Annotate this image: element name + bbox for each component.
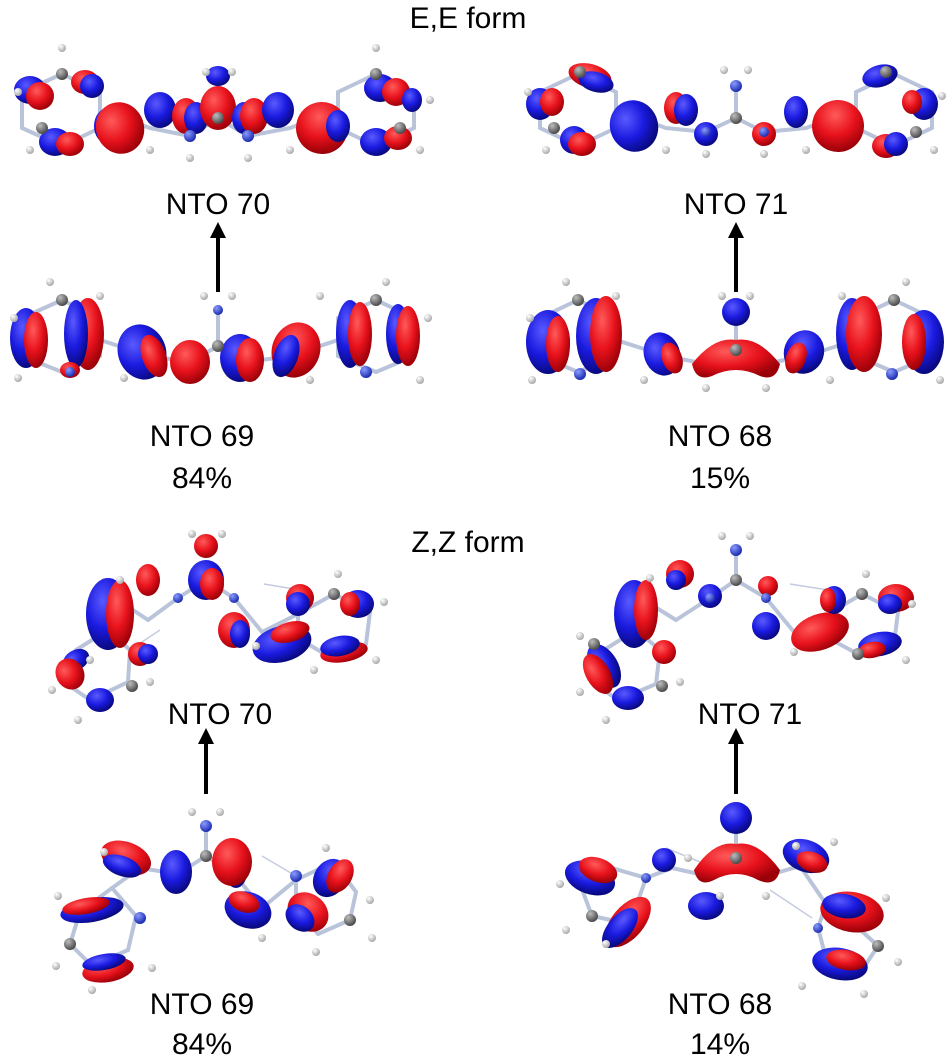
molecule-atoms [524, 66, 946, 158]
ee-nto68-orbital [526, 278, 944, 392]
ee-section-title: E,E form [410, 2, 527, 35]
ee-nto69-label: NTO 69 [150, 420, 255, 453]
orbital-lobes [55, 534, 374, 712]
ee-nto70-orbital [14, 44, 434, 162]
molecule-atoms [48, 530, 388, 724]
orbital-lobes [526, 63, 938, 158]
molecule-atoms [526, 278, 944, 392]
zz-nto71-orbital [576, 532, 916, 724]
zz-nto69-weight: 84% [172, 1028, 232, 1059]
zz-nto68-weight: 14% [690, 1028, 750, 1059]
ee-nto69-weight: 84% [172, 462, 232, 495]
orbital-lobes [10, 298, 420, 384]
ee-nto71-orbital [524, 63, 946, 158]
orbital-lobes [564, 802, 884, 981]
zz-nto69-label: NTO 69 [150, 988, 255, 1021]
orbital-lobes [60, 838, 354, 983]
molecule-atoms [556, 838, 902, 998]
orbital-lobes [582, 560, 914, 710]
zz-section-title: Z,Z form [411, 526, 524, 559]
zz-nto70-orbital [48, 530, 388, 724]
molecule-atoms [14, 44, 434, 162]
ee-left-transition-arrow [210, 222, 226, 292]
ee-nto68-weight: 15% [690, 462, 750, 495]
ee-nto71-label: NTO 71 [684, 188, 789, 221]
zz-nto68-label: NTO 68 [668, 988, 773, 1021]
zz-nto70-label: NTO 70 [168, 698, 273, 731]
zz-nto71-label: NTO 71 [698, 698, 803, 731]
molecule-atoms [10, 278, 432, 384]
molecule-atoms [576, 532, 916, 724]
zz-left-transition-arrow [198, 728, 214, 794]
molecule-atoms [52, 808, 376, 994]
ee-nto68-label: NTO 68 [668, 420, 773, 453]
ee-nto70-label: NTO 70 [166, 188, 271, 221]
orbital-lobes [14, 66, 422, 156]
ee-nto69-orbital [10, 278, 432, 384]
orbital-lobes [526, 296, 944, 378]
ee-right-transition-arrow [728, 222, 744, 292]
zz-nto69-orbital [52, 808, 376, 994]
zz-right-transition-arrow [728, 728, 744, 794]
zz-nto68-orbital [556, 802, 902, 998]
